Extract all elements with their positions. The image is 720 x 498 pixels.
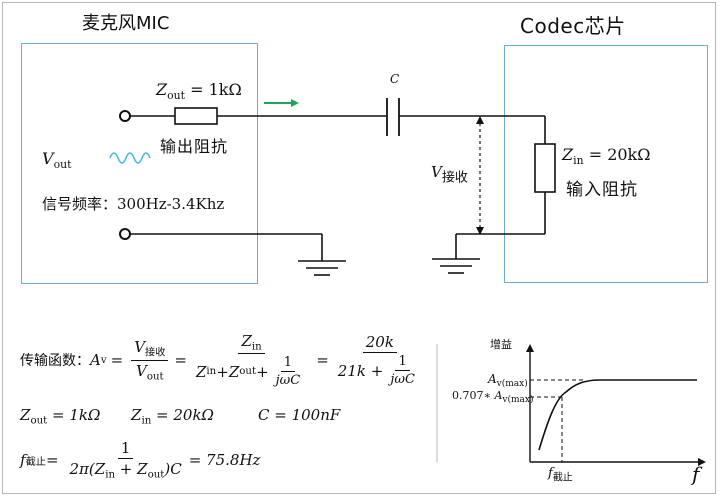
zout-resistor (174, 107, 218, 125)
output-impedance-label: 输出阻抗 (160, 137, 229, 156)
vout-label: Vout (42, 149, 72, 171)
signal-sine-wave (109, 152, 151, 164)
zin-resistor (534, 143, 556, 193)
zin-label: Zin = 20kΩ (562, 145, 651, 167)
vrecv-arrow-down (476, 227, 484, 235)
gain-x-axis-label: f (692, 462, 700, 486)
a707-label: 0.707∗ Av(max) (452, 389, 534, 406)
figure-frame (2, 2, 716, 494)
value-c: C = 100nF (258, 406, 341, 424)
fcut-label: f截止 (548, 466, 573, 484)
codec-box (504, 45, 708, 283)
vrecv-label: V接收 (431, 163, 468, 186)
gain-y-axis-label: 增益 (490, 338, 512, 351)
transfer-prefix: 传输函数： (20, 353, 90, 369)
terminal-top (119, 110, 131, 122)
amax-label: Av(max) (488, 372, 528, 390)
current-arrow-head (291, 99, 299, 107)
value-zout: Zout = 1kΩ (20, 406, 101, 427)
capacitor-label: C (390, 72, 400, 86)
value-zin: Zin = 20kΩ (131, 406, 214, 427)
fraction-cutoff: 1 2π(Zin + Zout)C (69, 439, 182, 481)
input-impedance-label: 输入阻抗 (566, 180, 638, 200)
vrecv-arrow-up (476, 116, 484, 124)
mic-box (21, 43, 258, 284)
fraction-v-ratio: V接收 Vout (131, 338, 169, 382)
gain-curve (538, 379, 697, 451)
terminal-bottom (119, 228, 131, 240)
zout-label: Zout = 1kΩ (156, 80, 242, 102)
mic-box-title: 麦克风MIC (82, 13, 170, 34)
chart-x-arrow (698, 458, 706, 466)
signal-freq-label: 信号频率：300Hz-3.4Khz (42, 195, 225, 213)
codec-box-title: Codec芯片 (520, 14, 626, 38)
chart-y-arrow (526, 344, 534, 352)
